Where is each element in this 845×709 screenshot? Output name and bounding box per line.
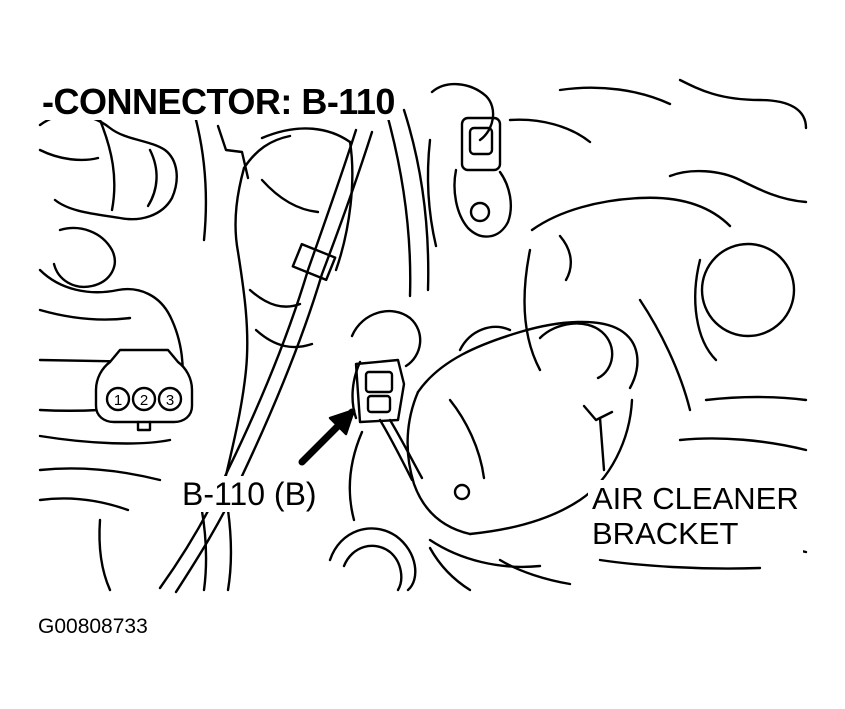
wire-harness (158, 108, 430, 594)
connector-b110-part (348, 309, 424, 522)
pin-2-number: 2 (140, 392, 148, 409)
upper-right-housing (523, 78, 808, 452)
sensor-assembly (426, 83, 672, 248)
air-cleaner-label-line-1: AIR CLEANER (592, 481, 799, 516)
pin-3-circle (157, 386, 183, 412)
connector-callout-label: B-110 (B) (178, 476, 321, 512)
connector-face-symbol: 1 2 3 (94, 348, 194, 432)
connector-title: -CONNECTOR: B-110 (38, 84, 399, 120)
figure-id: G00808733 (38, 615, 148, 638)
air-cleaner-bracket-label: AIR CLEANER BRACKET (588, 480, 803, 554)
pin-1-circle (105, 386, 131, 412)
pin-3-number: 3 (166, 392, 174, 409)
hose-left (220, 127, 354, 494)
air-cleaner-bracket-part (406, 320, 639, 569)
pin-1-number: 1 (114, 392, 122, 409)
pointer-arrow (298, 408, 356, 466)
pin-2-circle (131, 386, 157, 412)
air-cleaner-label-line-2: BRACKET (592, 515, 739, 551)
